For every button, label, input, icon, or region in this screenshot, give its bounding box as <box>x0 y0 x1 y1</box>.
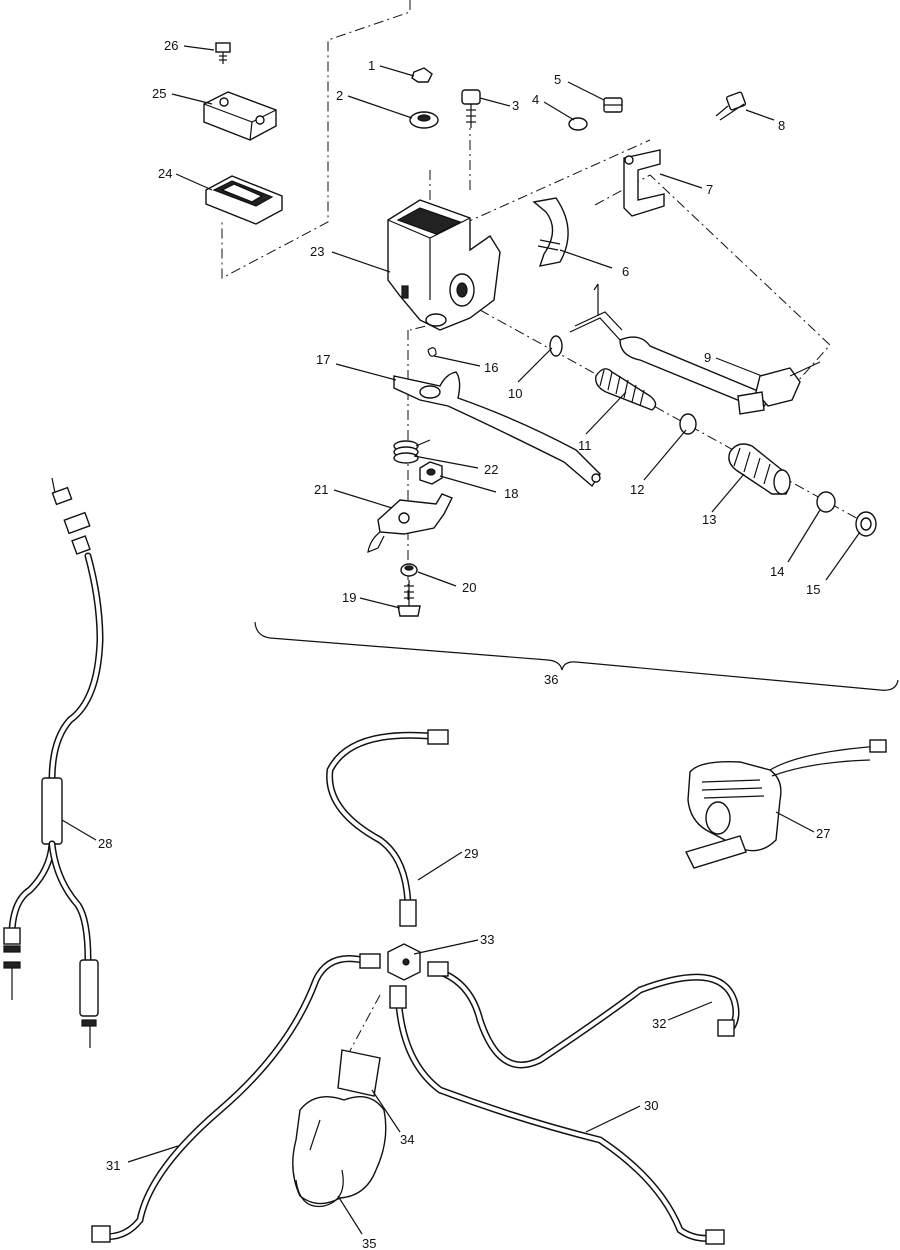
callout-17: 17 <box>316 352 330 367</box>
part-15-washer <box>855 511 877 537</box>
phantom-lines <box>221 0 861 1061</box>
callout-26: 26 <box>164 38 178 53</box>
part-10-washer <box>549 335 563 357</box>
callout-labels: 1 2 3 4 5 6 7 8 9 10 11 12 13 14 15 16 1… <box>98 38 830 1250</box>
part-16-clip <box>427 347 437 357</box>
part-19-bolt <box>397 580 421 617</box>
part-9-switch-harness <box>569 283 821 415</box>
callout-31: 31 <box>106 1158 120 1173</box>
callout-33: 33 <box>480 932 494 947</box>
part-26-screw <box>215 42 231 64</box>
part-17-brake-lever <box>393 371 601 488</box>
part-20-nut <box>400 563 418 577</box>
part-3-bolt <box>461 89 481 128</box>
callout-10: 10 <box>508 386 522 401</box>
part-1-nut <box>411 67 433 83</box>
callout-9: 9 <box>704 350 711 365</box>
part-12-washer <box>679 413 697 435</box>
callout-4: 4 <box>532 92 539 107</box>
callout-13: 13 <box>702 512 716 527</box>
callout-8: 8 <box>778 118 785 133</box>
part-5-fitting <box>603 97 623 113</box>
callout-34: 34 <box>400 1132 414 1147</box>
part-28-throttle-cable <box>3 477 104 1048</box>
part-31-brake-hose <box>91 953 381 1243</box>
part-4-washer <box>568 117 588 131</box>
part-24-diaphragm <box>205 175 283 225</box>
part-14-washer <box>816 491 836 513</box>
callout-21: 21 <box>314 482 328 497</box>
callout-5: 5 <box>554 72 561 87</box>
callout-30: 30 <box>644 1098 658 1113</box>
callout-6: 6 <box>622 264 629 279</box>
part-21-lever-bracket <box>367 493 453 553</box>
callout-36: 36 <box>544 672 558 687</box>
part-18-nut <box>419 461 443 485</box>
callout-3: 3 <box>512 98 519 113</box>
part-32-brake-hose <box>427 961 740 1069</box>
part-23-master-cylinder-body <box>387 199 501 331</box>
callout-27: 27 <box>816 826 830 841</box>
part-35-hose-bag <box>292 1096 387 1208</box>
callout-29: 29 <box>464 846 478 861</box>
callout-32: 32 <box>652 1016 666 1031</box>
part-34-tag <box>337 1049 381 1097</box>
leader-lines <box>61 45 861 1235</box>
part-7-bracket <box>623 149 665 217</box>
part-25-reservoir-cover <box>203 91 277 141</box>
part-6-clamp <box>532 197 569 267</box>
callout-22: 22 <box>484 462 498 477</box>
callout-15: 15 <box>806 582 820 597</box>
callout-18: 18 <box>504 486 518 501</box>
part-11-spring <box>595 368 657 411</box>
callout-16: 16 <box>484 360 498 375</box>
callout-2: 2 <box>336 88 343 103</box>
callout-1: 1 <box>368 58 375 73</box>
callout-25: 25 <box>152 86 166 101</box>
callout-19: 19 <box>342 590 356 605</box>
callout-23: 23 <box>310 244 324 259</box>
callout-12: 12 <box>630 482 644 497</box>
part-22-spring <box>393 439 431 464</box>
callout-24: 24 <box>158 166 172 181</box>
part-33-junction-block <box>387 943 421 981</box>
callout-7: 7 <box>706 182 713 197</box>
part-29-brake-hose <box>326 729 449 927</box>
callout-20: 20 <box>462 580 476 595</box>
callout-28: 28 <box>98 836 112 851</box>
callout-14: 14 <box>770 564 784 579</box>
assembly-brace <box>254 621 899 691</box>
part-30-brake-hose <box>389 985 725 1245</box>
part-13-boot <box>728 443 791 495</box>
part-2-washer <box>409 111 439 129</box>
part-27-throttle-housing <box>685 739 887 869</box>
callout-35: 35 <box>362 1236 376 1250</box>
callout-11: 11 <box>578 438 592 453</box>
